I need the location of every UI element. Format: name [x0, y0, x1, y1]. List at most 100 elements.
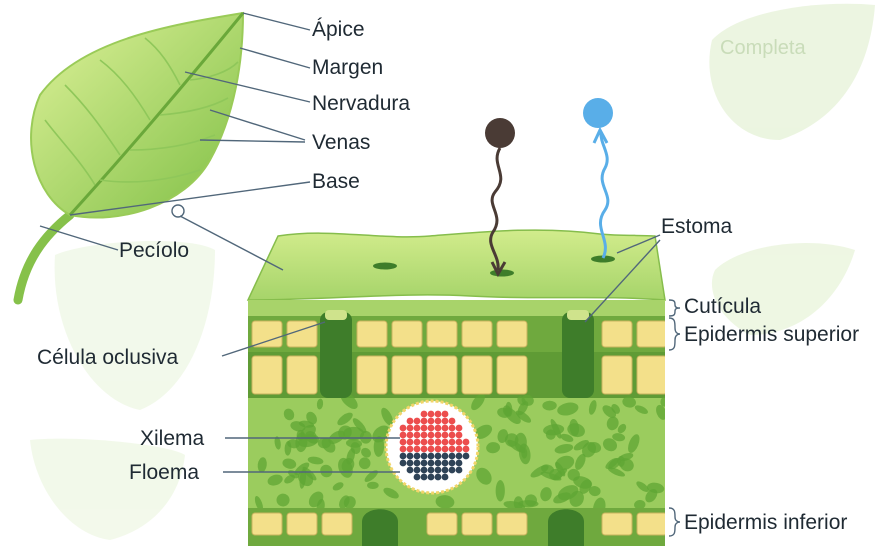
upper-epidermis-label: Epidermis superior [684, 324, 859, 345]
phloem-cell [463, 453, 470, 460]
xylem-cell [435, 432, 442, 439]
xylem-cell [407, 425, 414, 432]
bg-leaf-mid-right [712, 243, 855, 335]
phloem-cell [435, 460, 442, 467]
epidermal-cell [357, 321, 387, 347]
xylem-cell [414, 439, 421, 446]
xylem-cell [428, 418, 435, 425]
phloem-cell [456, 460, 463, 467]
xylem-cell [442, 432, 449, 439]
epidermal-cell [497, 321, 527, 347]
phloem-cell [428, 453, 435, 460]
xylem-cell [428, 439, 435, 446]
lower-guard-cell-left [362, 509, 398, 546]
epidermal-cell [602, 321, 632, 347]
xylem-cell [435, 418, 442, 425]
xylem-cell [421, 446, 428, 453]
epidermal-cell [392, 321, 422, 347]
phloem-cell [414, 474, 421, 481]
xylem-cell [428, 411, 435, 418]
phloem-cell [414, 460, 421, 467]
phloem-cell [421, 474, 428, 481]
epidermal-cell [602, 356, 632, 394]
phloem-cell [449, 460, 456, 467]
xylem-cell [407, 446, 414, 453]
phloem-cell [407, 460, 414, 467]
xylem-cell [435, 425, 442, 432]
xylem-cell [456, 446, 463, 453]
bg-leaf-bottom-left [30, 439, 185, 540]
veins-label: Venas [312, 132, 370, 153]
epidermal-cell [287, 321, 317, 347]
epidermal-cell [357, 356, 387, 394]
phloem-label: Floema [129, 462, 199, 483]
phloem-cell [407, 453, 414, 460]
epidermal-cell [287, 513, 317, 535]
phloem-cell [428, 474, 435, 481]
epidermal-cell [637, 321, 667, 347]
xylem-cell [421, 411, 428, 418]
xylem-cell [435, 411, 442, 418]
epidermal-cell [427, 513, 457, 535]
phloem-cell [435, 467, 442, 474]
xylem-label: Xilema [140, 428, 204, 449]
xylem-cell [421, 418, 428, 425]
xylem-cell [456, 439, 463, 446]
epidermal-cell [637, 356, 667, 394]
xylem-cell [435, 446, 442, 453]
epidermal-cell [427, 321, 457, 347]
xylem-cell [400, 446, 407, 453]
epidermal-cell [427, 356, 457, 394]
phloem-cell [435, 474, 442, 481]
leaf-blade [31, 13, 243, 218]
phloem-cell [428, 460, 435, 467]
xylem-cell [449, 425, 456, 432]
stoma-opening-center [490, 270, 514, 277]
xylem-cell [421, 425, 428, 432]
cuticle-label: Cutícula [684, 296, 761, 317]
xylem-cell [414, 432, 421, 439]
epidermal-cell [462, 356, 492, 394]
xylem-cell [400, 432, 407, 439]
bg-leaf-mid-left [55, 241, 215, 410]
xylem-cell [428, 446, 435, 453]
xylem-cell [414, 418, 421, 425]
epidermal-cell [637, 513, 667, 535]
phloem-cell [414, 453, 421, 460]
petiole-marker [172, 205, 184, 217]
xylem-cell [442, 439, 449, 446]
lower-epidermis-bracket [669, 508, 680, 536]
phloem-cell [442, 467, 449, 474]
phloem-cell [400, 453, 407, 460]
xylem-cell [449, 418, 456, 425]
xylem-cell [407, 418, 414, 425]
guard-cell-left [320, 312, 352, 398]
epidermal-cell [462, 513, 492, 535]
xylem-cell [442, 425, 449, 432]
midrib-label: Nervadura [312, 93, 410, 114]
lower-guard-cell-right [548, 509, 584, 546]
xylem-cell [400, 425, 407, 432]
phloem-cell [449, 453, 456, 460]
xylem-cell [407, 439, 414, 446]
phloem-cell [414, 467, 421, 474]
xylem-cell [442, 446, 449, 453]
block-top-surface [248, 230, 665, 300]
bg-leaf-top-right [709, 4, 875, 140]
epidermal-cell [287, 356, 317, 394]
xylem-cell [442, 418, 449, 425]
xylem-cell [449, 439, 456, 446]
epidermal-cell [602, 513, 632, 535]
stoma-label: Estoma [661, 216, 732, 237]
xylem-cell [400, 439, 407, 446]
margin-leader [240, 48, 310, 68]
xylem-cell [414, 446, 421, 453]
base-label: Base [312, 171, 360, 192]
tissue-blob [496, 480, 505, 501]
xylem-cell [456, 432, 463, 439]
phloem-cell [407, 467, 414, 474]
epidermal-cell [252, 321, 282, 347]
phloem-cell [435, 453, 442, 460]
epidermal-cell [392, 356, 422, 394]
xylem-cell [421, 432, 428, 439]
